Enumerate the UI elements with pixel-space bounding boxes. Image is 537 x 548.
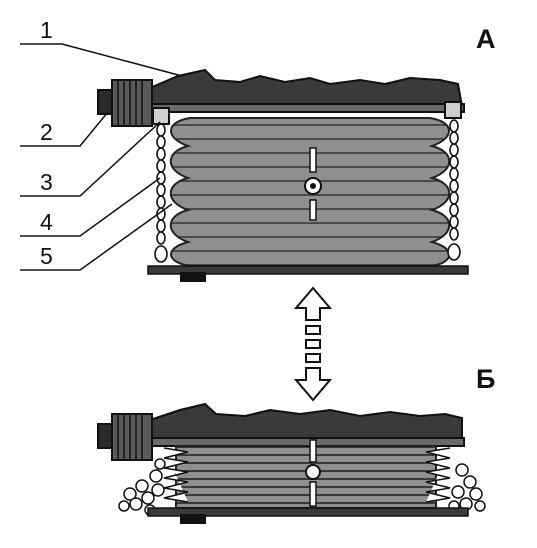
leader-4	[20, 177, 161, 237]
top-cover-b	[149, 402, 463, 441]
fold-right-b	[425, 447, 451, 503]
pivot-marker-icon	[304, 147, 322, 221]
chain-pile-left-b	[118, 458, 166, 516]
leader-5	[20, 203, 173, 271]
roller-knob-a	[97, 79, 153, 127]
base-foot-b	[180, 514, 206, 524]
top-rail-a	[151, 103, 465, 113]
assembly-collapsed	[97, 402, 486, 524]
pivot-marker-b	[305, 439, 321, 507]
assembly-expanded	[97, 68, 469, 282]
leader-2	[20, 111, 109, 147]
base-foot-a	[180, 272, 206, 282]
state-label-a: А	[476, 24, 496, 54]
fold-left-b	[163, 447, 189, 503]
chain-pile-right-b	[448, 463, 486, 512]
callout-5: 5	[40, 243, 53, 269]
bracket-left-a	[152, 107, 170, 125]
state-label-b: Б	[476, 364, 495, 394]
callout-3: 3	[40, 169, 53, 195]
base-plate-b	[147, 507, 469, 517]
callout-lines	[20, 43, 183, 271]
chain-left-a	[154, 123, 168, 263]
bellows-b	[175, 445, 437, 509]
roller-knob-b	[97, 413, 153, 461]
callout-2: 2	[40, 119, 53, 145]
top-cover-a	[149, 68, 464, 107]
base-plate-a	[147, 265, 469, 275]
callout-1: 1	[40, 17, 53, 43]
chain-right-a	[447, 119, 461, 261]
callout-4: 4	[40, 209, 53, 235]
double-vertical-arrow-icon	[293, 286, 333, 402]
top-rail-b	[151, 437, 465, 447]
leader-1	[20, 43, 183, 77]
bracket-right-a	[444, 101, 462, 119]
leader-3	[20, 121, 161, 197]
